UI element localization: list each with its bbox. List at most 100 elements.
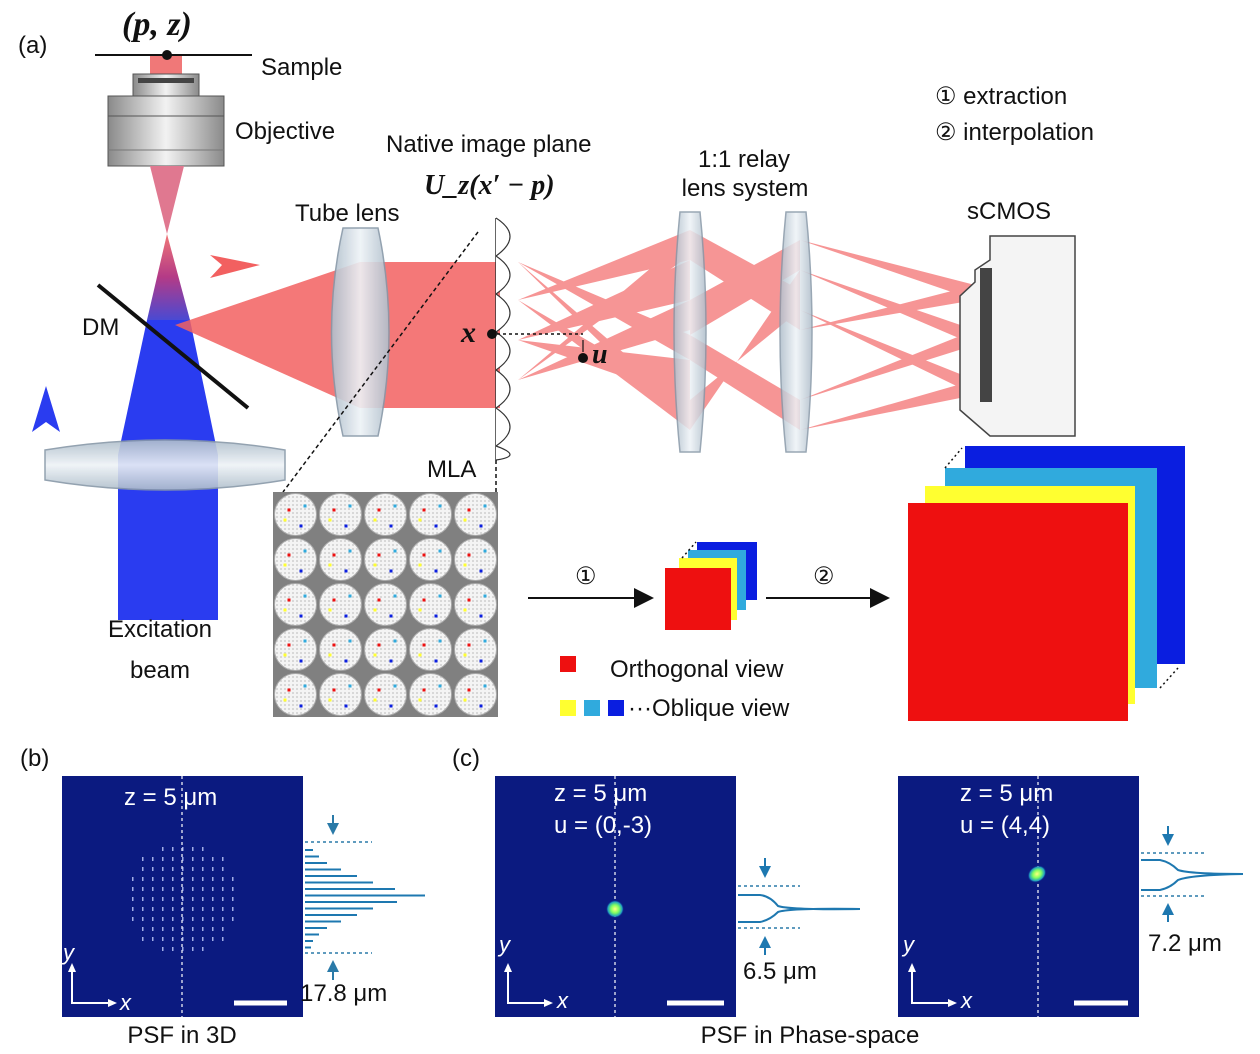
lenslet (364, 583, 407, 626)
psf-lattice-dot (162, 917, 164, 921)
psf-lattice-dot (222, 877, 224, 881)
psf-lattice-dot (162, 947, 164, 951)
lenslet-view-dot (299, 659, 303, 663)
lenslet-view-dot (344, 704, 348, 708)
lenslet-view-dot (467, 598, 471, 602)
lenslet-view-dot (287, 643, 291, 647)
psf-lattice-dot (182, 907, 184, 911)
lenslet-view-dot (479, 704, 483, 708)
lenslet-view-dot (344, 614, 348, 618)
lenslet-view-dot (328, 653, 332, 657)
mla-image (273, 492, 498, 717)
axis-y-label-c-right: y (903, 932, 914, 957)
lenslet-view-dot (467, 688, 471, 692)
legend-swatch-red (560, 656, 576, 672)
psf-lattice-dot (162, 937, 164, 941)
lenslet (274, 583, 317, 626)
psf-lattice-dot (192, 847, 194, 851)
psf-lattice-dot (182, 847, 184, 851)
arrow-extraction-label: ① (575, 563, 597, 590)
psf-phase-left-measure: 6.5 μm (743, 958, 817, 985)
psf-lattice-dot (202, 907, 204, 911)
psf-lattice-dot (212, 937, 214, 941)
psf-lattice-dot (152, 907, 154, 911)
profile-c-left (738, 858, 861, 955)
lenslet-view-dot (299, 614, 303, 618)
microlens-array (495, 217, 511, 461)
lenslet-view-dot (299, 704, 303, 708)
axis-y-label-c-left: y (499, 932, 510, 957)
psf-lattice-dot (132, 877, 134, 881)
psf-lattice-dot (192, 867, 194, 871)
psf-lattice-dot (192, 897, 194, 901)
psf-lattice-dot (132, 897, 134, 901)
lenslet-view-dot (483, 639, 487, 643)
lenslet (274, 493, 317, 536)
psf-3d-measure: 17.8 μm (300, 980, 388, 1007)
psf-lattice-dot (182, 887, 184, 891)
psf-phase-left-u-label: u = (0,-3) (554, 812, 653, 839)
psf-lattice-dot (222, 907, 224, 911)
lenslet (409, 493, 452, 536)
axis-x-label-c-left: x (557, 988, 568, 1013)
psf-lattice-dot (212, 877, 214, 881)
psf-lattice-dot (202, 937, 204, 941)
step-interpolation-label: ② interpolation (935, 119, 1094, 146)
psf-lattice-dot (172, 887, 174, 891)
lenslet-view-dot (463, 518, 467, 522)
lenslet-view-dot (328, 608, 332, 612)
lenslet-view-dot (377, 553, 381, 557)
legend-swatch-cyan (584, 700, 600, 716)
relay-label-line2: lens system (681, 175, 809, 202)
psf-lattice-dot (182, 947, 184, 951)
psf-lattice-dot (232, 907, 234, 911)
psf-lattice-dot (202, 877, 204, 881)
lenslet-view-dot (332, 553, 336, 557)
lenslet-view-dot (283, 563, 287, 567)
lenslet-view-dot (377, 688, 381, 692)
lenslet (274, 538, 317, 581)
lenslet-view-dot (287, 598, 291, 602)
psf-lattice-dot (222, 857, 224, 861)
psf-lattice-dot (132, 917, 134, 921)
psf-lattice-dot (172, 917, 174, 921)
optical-setup (32, 50, 1076, 620)
axis-x-label-b: x (120, 990, 131, 1015)
arrow-interpolation-label: ② (813, 563, 835, 590)
lenslet-view-dot (389, 659, 393, 663)
lenslet-view-dot (434, 659, 438, 663)
sample-label: Sample (261, 54, 343, 81)
lenslet-view-dot (283, 653, 287, 657)
lenslet-view-dot (283, 518, 287, 522)
psf-lattice-dot (132, 887, 134, 891)
axis-x-label-c-right: x (961, 988, 972, 1013)
axis-xy-c-right (911, 970, 950, 1004)
lenslet-view-dot (422, 508, 426, 512)
psf-lattice-dot (142, 927, 144, 931)
lenslet-view-dot (373, 518, 377, 522)
psf-lattice-dot (162, 887, 164, 891)
psf-lattice-dot (222, 887, 224, 891)
lenslet-view-dot (418, 608, 422, 612)
lenslet (409, 628, 452, 671)
psf-lattice-dot (152, 867, 154, 871)
psf-lattice-dot (142, 857, 144, 861)
lenslet-view-dot (344, 569, 348, 573)
psf-lattice-dot (232, 887, 234, 891)
lenslet-view-dot (438, 639, 442, 643)
legend-oblique-label: ···Oblique view (628, 695, 790, 722)
psf-phase-right-image (898, 776, 1139, 1017)
psf-3d-z-label: z = 5 μm (124, 784, 218, 811)
lenslet-view-dot (467, 643, 471, 647)
tube-lens-label: Tube lens (295, 200, 400, 227)
lenslet (319, 538, 362, 581)
axis-y-label-b: y (63, 940, 74, 965)
relay-label-line1: 1:1 relay (697, 146, 791, 173)
lenslet (364, 493, 407, 536)
lenslet-view-dot (373, 653, 377, 657)
lenslet-view-dot (299, 524, 303, 528)
psf-lattice-dot (152, 857, 154, 861)
psf-lattice-dot (202, 887, 204, 891)
lenslet-view-dot (418, 698, 422, 702)
